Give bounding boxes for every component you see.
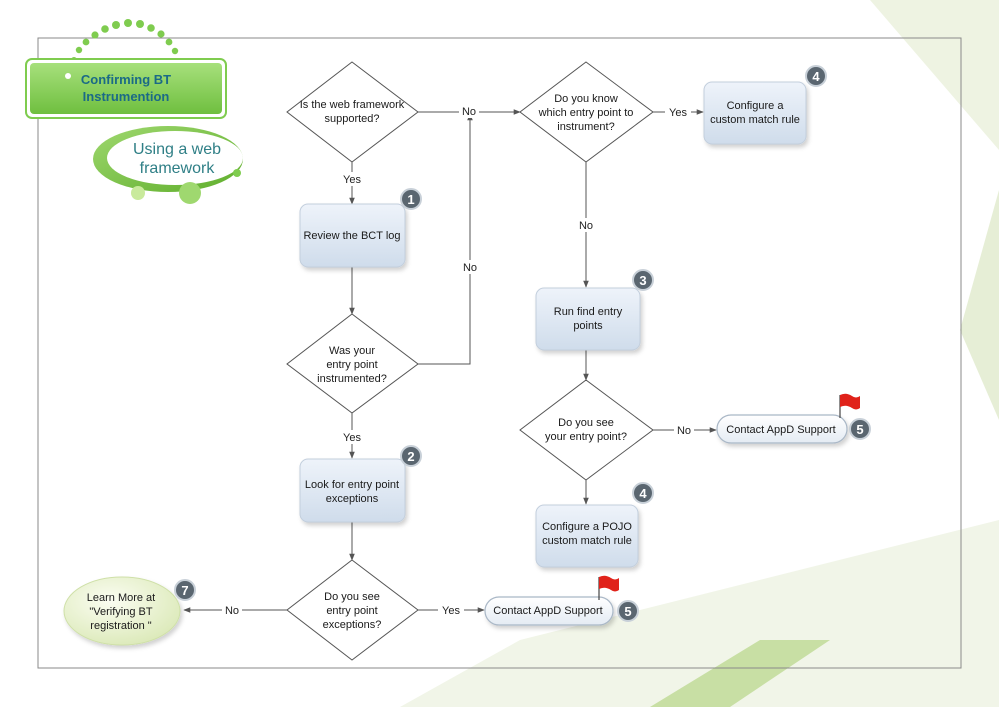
svg-text:7: 7 xyxy=(181,583,188,598)
decision-instrumented-line-1: Was your xyxy=(329,345,375,357)
process-review-bct: Review the BCT log xyxy=(299,203,406,268)
title-dot xyxy=(65,73,71,79)
process-find-line-1: Run find entry xyxy=(554,306,623,318)
decision-exceptions: Do you see entry point exceptions? xyxy=(286,559,419,661)
bg-stripe-top xyxy=(870,0,999,150)
decision-exceptions-line-3: exceptions? xyxy=(323,619,382,631)
decision-framework: Is the web framework supported? xyxy=(286,61,419,163)
dotted-arc-decoration xyxy=(71,19,179,63)
badge-4-pojo: 4 xyxy=(632,482,654,504)
process-custom-line-1: Configure a xyxy=(727,100,785,112)
decision-know-entry: Do you know which entry point to instrum… xyxy=(519,61,654,163)
terminator-learn-more: Learn More at "Verifying BT registration… xyxy=(63,576,181,646)
terminator-contact-support-2: Contact AppD Support xyxy=(484,596,614,626)
bg-stripe-bottom-dark xyxy=(650,640,830,707)
process-custom-line-2: custom match rule xyxy=(710,114,800,126)
flag-icon xyxy=(839,393,860,418)
label-know-yes: Yes xyxy=(669,107,687,119)
title-line-1: Confirming BT xyxy=(81,72,171,87)
badge-7: 7 xyxy=(174,579,196,601)
label-instrumented-no: No xyxy=(463,262,477,274)
decision-framework-line-1: Is the web framework xyxy=(300,99,405,111)
svg-text:2: 2 xyxy=(407,449,414,464)
decision-instrumented: Was your entry point instrumented? xyxy=(286,313,419,414)
process-find-line-2: points xyxy=(573,320,603,332)
label-framework-no: No xyxy=(462,106,476,118)
svg-text:3: 3 xyxy=(639,273,646,288)
subtitle-dot-left xyxy=(131,186,145,200)
label-instrumented-yes: Yes xyxy=(343,432,361,444)
badge-4: 4 xyxy=(805,65,827,87)
badge-5: 5 xyxy=(849,418,871,440)
decision-know-line-2: which entry point to xyxy=(538,107,634,119)
edge-labels: No Yes No Yes Yes No No Yes No xyxy=(222,104,694,617)
decision-exceptions-line-1: Do you see xyxy=(324,591,380,603)
label-know-no: No xyxy=(579,220,593,232)
decision-instrumented-line-3: instrumented? xyxy=(317,373,387,385)
decision-know-line-1: Do you know xyxy=(554,93,618,105)
decision-see-entry-line-1: Do you see xyxy=(558,417,614,429)
contact-2-label: Contact AppD Support xyxy=(493,605,602,617)
learn-line-3: registration " xyxy=(90,620,151,632)
process-look-line-1: Look for entry point xyxy=(305,479,399,491)
subtitle-line-2: framework xyxy=(140,160,216,177)
process-custom-match: Configure a custom match rule xyxy=(703,81,807,145)
decision-framework-line-2: supported? xyxy=(324,113,379,125)
subtitle-oval xyxy=(107,131,243,185)
decision-see-entry: Do you see your entry point? xyxy=(519,379,654,481)
subtitle-dot-right xyxy=(233,169,241,177)
label-see-entry-no: No xyxy=(677,425,691,437)
svg-text:1: 1 xyxy=(407,192,414,207)
contact-1-label: Contact AppD Support xyxy=(726,424,835,436)
label-exceptions-no: No xyxy=(225,605,239,617)
process-pojo-rule: Configure a POJO custom match rule xyxy=(535,504,639,568)
learn-line-2: "Verifying BT xyxy=(89,606,152,618)
decision-instrumented-line-2: entry point xyxy=(326,359,377,371)
label-framework-yes: Yes xyxy=(343,174,361,186)
process-pojo-line-1: Configure a POJO xyxy=(542,521,632,533)
process-run-find: Run find entry points xyxy=(535,287,641,351)
label-exceptions-yes: Yes xyxy=(442,605,460,617)
decision-see-entry-line-2: your entry point? xyxy=(545,431,627,443)
title-line-2: Instrumention xyxy=(83,89,170,104)
process-review-line-1: Review the BCT log xyxy=(303,230,400,242)
flag-icon xyxy=(598,575,619,600)
svg-text:4: 4 xyxy=(812,69,820,84)
title-box xyxy=(30,63,222,114)
terminator-contact-support-1: Contact AppD Support xyxy=(716,414,848,444)
svg-text:5: 5 xyxy=(624,604,631,619)
badge-1: 1 xyxy=(400,188,422,210)
svg-text:5: 5 xyxy=(856,422,863,437)
decision-know-line-3: instrument? xyxy=(557,121,614,133)
process-look-line-2: exceptions xyxy=(326,493,379,505)
page-frame xyxy=(37,37,962,669)
bg-stripe-bottom-light xyxy=(400,520,999,707)
badge-2: 2 xyxy=(400,445,422,467)
subtitle-dot-big xyxy=(179,182,201,204)
learn-line-1: Learn More at xyxy=(87,592,155,604)
process-look-exceptions: Look for entry point exceptions xyxy=(299,458,406,523)
process-pojo-line-2: custom match rule xyxy=(542,535,632,547)
badge-3: 3 xyxy=(632,269,654,291)
svg-text:4: 4 xyxy=(639,486,647,501)
decision-exceptions-line-2: entry point xyxy=(326,605,377,617)
badge-5-bottom: 5 xyxy=(617,600,639,622)
bg-stripe-right xyxy=(960,190,999,420)
edge-instrumented-no xyxy=(418,113,473,365)
subtitle-line-1: Using a web xyxy=(133,141,221,158)
